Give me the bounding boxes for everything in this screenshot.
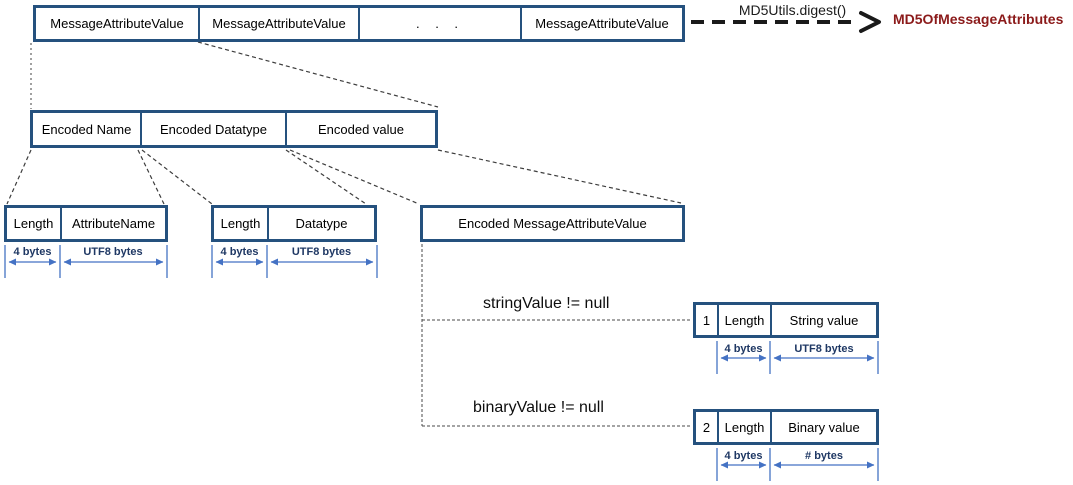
binary-length-size-label: 4 bytes [724, 450, 763, 462]
attribute-name-cell: AttributeName [60, 208, 165, 239]
connector-name-right [137, 149, 165, 205]
encoded-mav-box: Encoded MessageAttributeValue [420, 205, 685, 242]
binary-value-box: 2 Length Binary value [693, 409, 879, 445]
message-attribute-cell-1: MessageAttributeValue [50, 16, 184, 31]
connector-datatype-left [141, 149, 213, 205]
name-length-size-label: 4 bytes [13, 246, 52, 258]
string-length-cell: Length [717, 305, 770, 335]
name-value-size-label: UTF8 bytes [83, 246, 143, 258]
message-attribute-cell-3: MessageAttributeValue [520, 8, 682, 39]
datatype-group-box: Length Datatype [211, 205, 377, 242]
string-type-cell: 1 [702, 312, 711, 328]
binary-condition-label: binaryValue != null [473, 399, 604, 416]
datatype-cell: Datatype [267, 208, 374, 239]
encoded-mav-label: Encoded MessageAttributeValue [458, 216, 647, 231]
binary-value-size-label: # bytes [805, 450, 843, 462]
encoded-value-cell: Encoded value [285, 113, 435, 145]
dashed-connector-top [197, 41, 439, 108]
message-attribute-cell-2: MessageAttributeValue [198, 8, 358, 39]
connector-value-left [289, 149, 420, 205]
datatype-length-size-label: 4 bytes [220, 246, 259, 258]
message-attributes-row: MessageAttributeValue MessageAttributeVa… [33, 5, 685, 42]
name-group-box: Length AttributeName [4, 205, 168, 242]
connector-value-right [437, 149, 682, 204]
connector-datatype-right [285, 149, 367, 205]
datatype-length-cell: Length [220, 216, 261, 231]
string-value-size-label: UTF8 bytes [794, 343, 854, 355]
binary-type-cell: 2 [702, 419, 711, 435]
md5-function-label: MD5Utils.digest() [738, 2, 847, 18]
string-value-box: 1 Length String value [693, 302, 879, 338]
connector-name-left [6, 149, 32, 205]
name-length-cell: Length [13, 216, 54, 231]
md5-result-label: MD5OfMessageAttributes [893, 11, 1064, 27]
string-value-cell: String value [770, 305, 876, 335]
binary-length-cell: Length [717, 412, 770, 442]
encoded-parts-row: Encoded Name Encoded Datatype Encoded va… [30, 110, 438, 148]
ellipsis-cell: . . . [358, 8, 520, 39]
datatype-value-size-label: UTF8 bytes [291, 246, 352, 258]
binary-value-cell: Binary value [770, 412, 876, 442]
encoded-datatype-cell: Encoded Datatype [140, 113, 285, 145]
string-length-size-label: 4 bytes [724, 343, 763, 355]
string-condition-label: stringValue != null [483, 295, 610, 312]
encoded-name-cell: Encoded Name [41, 121, 132, 137]
